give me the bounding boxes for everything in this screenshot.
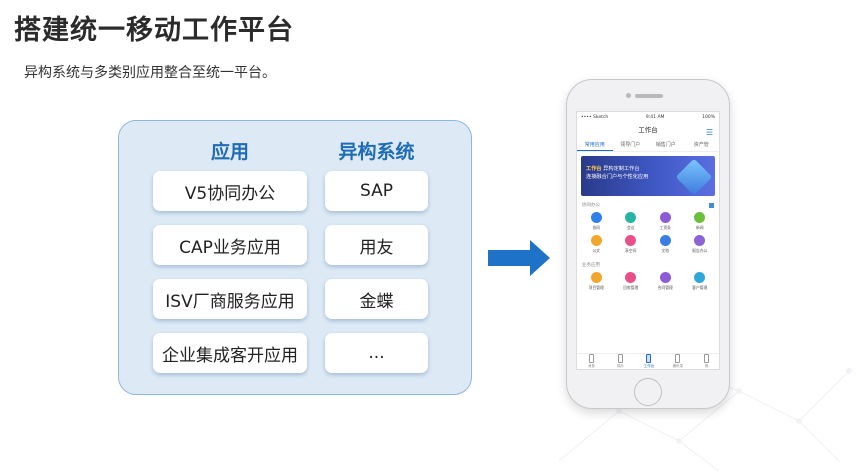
app-tile-label: 项目管理: [588, 285, 604, 290]
status-battery: 100%: [702, 114, 715, 120]
workbench-icon: [646, 354, 652, 363]
nav-todo[interactable]: 待办: [606, 354, 635, 369]
cube-illustration-icon: [675, 158, 713, 196]
app-tile-label: 协同: [592, 225, 601, 230]
app-item-isv: ISV厂商服务应用: [153, 279, 307, 319]
app-tile[interactable]: 协同: [579, 212, 614, 231]
status-time: 9:41 AM: [645, 114, 665, 120]
news-icon: [694, 212, 706, 223]
app-tile[interactable]: 公文: [579, 235, 614, 254]
promo-banner[interactable]: 工作台 异构定制工作台 连接融合门户与个性化应用: [581, 156, 715, 196]
app-tile[interactable]: 享空间: [614, 235, 649, 254]
system-item-sap: SAP: [325, 171, 428, 211]
user-icon: [704, 354, 710, 363]
section-title-business: 业务应用: [582, 263, 600, 268]
tab-common-apps[interactable]: 常用应用: [577, 138, 613, 151]
app-tile-label: 会议: [626, 225, 635, 230]
page-subtitle: 异构系统与多类别应用整合至统一平台。: [24, 65, 276, 81]
bottom-nav: 消息 待办 工作台 通讯录 我: [577, 353, 719, 369]
app-tile[interactable]: 项目管理: [579, 272, 614, 291]
payment-icon: [625, 272, 637, 283]
section-title-collab: 协同办公: [582, 203, 600, 208]
document-icon: [590, 235, 602, 246]
section-header-collab: 协同办公: [577, 196, 719, 210]
phone-screen: •••• Sketch 9:41 AM 100% 工作台 ☰ 常用应用 领导门户…: [576, 111, 720, 370]
app-tile-label: 回款管理: [623, 285, 639, 290]
project-icon: [590, 272, 602, 283]
contract-icon: [659, 272, 671, 283]
nav-me[interactable]: 我: [692, 354, 719, 369]
banner-highlight: 工作台: [586, 166, 602, 172]
section-header-business: 业务应用: [577, 256, 719, 270]
app-tile[interactable]: 报告办公: [683, 235, 718, 254]
systems-column-header: 异构系统: [338, 141, 415, 163]
menu-icon[interactable]: ☰: [705, 128, 713, 137]
app-tile-label: 享空间: [625, 248, 637, 253]
system-item-more: ...: [325, 333, 428, 373]
meeting-icon: [625, 212, 637, 223]
app-tile[interactable]: 回款管理: [614, 272, 649, 291]
tab-leader-portal[interactable]: 领导门户: [620, 142, 641, 148]
nav-label: 工作台: [643, 364, 655, 368]
contacts-icon: [675, 354, 681, 363]
tab-sales-portal[interactable]: 销售门户: [655, 142, 676, 148]
nav-label: 消息: [587, 364, 595, 368]
share-space-icon: [625, 235, 637, 246]
tab-asset[interactable]: 资产管: [693, 142, 709, 148]
page-title: 搭建统一移动工作平台: [14, 15, 294, 46]
app-tile-label: 报告办公: [692, 248, 708, 253]
collab-app-grid: 协同 会议 工资条 新闻 公文 享空间 文档 报告办公: [577, 210, 719, 256]
todo-icon: [617, 354, 623, 363]
banner-text: 工作台 异构定制工作台 连接融合门户与个性化应用: [586, 165, 648, 181]
app-item-enterprise: 企业集成客开应用: [153, 333, 307, 373]
app-tile-label: 工资条: [659, 225, 671, 230]
app-tile-label: 客户管理: [692, 285, 708, 290]
apps-column-header: 应用: [210, 141, 249, 163]
payslip-icon: [659, 212, 671, 223]
app-tile[interactable]: 新闻: [683, 212, 718, 231]
banner-line1: 异构定制工作台: [603, 166, 640, 172]
app-item-cap: CAP业务应用: [153, 225, 307, 265]
app-tile[interactable]: 会议: [614, 212, 649, 231]
file-icon: [659, 235, 671, 246]
nav-messages[interactable]: 消息: [577, 354, 606, 369]
portal-tabs: 常用应用 领导门户 销售门户 资产管: [577, 138, 719, 152]
app-title: 工作台: [638, 126, 658, 134]
app-tile[interactable]: 文档: [648, 235, 683, 254]
app-tile-label: 新闻: [695, 225, 704, 230]
nav-label: 我: [704, 364, 709, 368]
report-icon: [694, 235, 706, 246]
app-tile-label: 公文: [592, 248, 601, 253]
phone-home-button: [634, 378, 662, 406]
app-tile-label: 文档: [661, 248, 670, 253]
arrow-right-icon: [488, 240, 550, 276]
app-tile[interactable]: 工资条: [648, 212, 683, 231]
app-item-v5: V5协同办公: [153, 171, 307, 211]
grid-view-icon[interactable]: [709, 202, 714, 208]
nav-workbench[interactable]: 工作台: [635, 354, 664, 369]
status-bar: •••• Sketch 9:41 AM 100%: [577, 112, 719, 122]
nav-label: 待办: [616, 364, 624, 368]
nav-contacts[interactable]: 通讯录: [663, 354, 692, 369]
nav-label: 通讯录: [672, 364, 684, 368]
status-carrier: •••• Sketch: [581, 114, 609, 120]
system-item-kingdee: 金蝶: [325, 279, 428, 319]
phone-camera: [626, 93, 631, 98]
banner-line2: 连接融合门户与个性化应用: [586, 174, 649, 180]
message-icon: [588, 354, 594, 363]
phone-speaker: [635, 94, 663, 98]
business-app-grid: 项目管理 回款管理 合同管理 客户管理: [577, 270, 719, 293]
app-tile-label: 合同管理: [657, 285, 673, 290]
app-header: 工作台 ☰: [577, 122, 719, 138]
collab-icon: [590, 212, 602, 223]
app-tile[interactable]: 合同管理: [648, 272, 683, 291]
app-tile[interactable]: 客户管理: [683, 272, 718, 291]
system-item-yonyou: 用友: [325, 225, 428, 265]
customer-icon: [694, 272, 706, 283]
